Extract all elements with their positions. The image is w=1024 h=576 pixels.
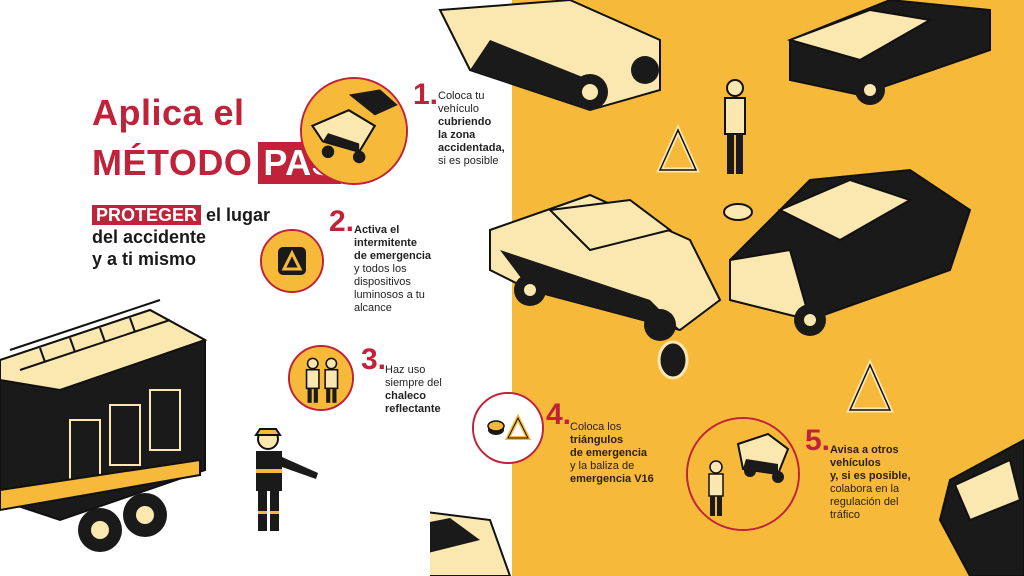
fire-truck-illustration — [0, 299, 208, 552]
step-1-line: la zona — [438, 129, 476, 141]
step-5-line: Avisa a otros — [830, 444, 899, 456]
step-4-line: y la baliza de — [570, 460, 635, 472]
step-3-line: chaleco — [385, 390, 426, 402]
traffic-control-icon — [688, 419, 798, 529]
step-1-line: vehículo — [438, 103, 479, 115]
step-2-line: alcance — [354, 302, 392, 314]
step-3-circle — [288, 345, 354, 411]
step-2-line: dispositivos — [354, 276, 411, 288]
step-5-line: y, si es posible, — [830, 470, 911, 482]
crashed-car-right — [729, 168, 972, 336]
warning-triangle-2 — [846, 358, 894, 413]
subtitle-line-1: el lugar — [206, 205, 271, 225]
step-4-line: Coloca los — [570, 421, 622, 433]
title-method: MÉTODO — [92, 142, 253, 183]
step-1-circle — [300, 77, 408, 185]
reflective-vest-icon — [290, 347, 352, 409]
car-top-left — [438, 0, 661, 112]
step-2-line: y todos los — [354, 263, 407, 275]
step-1-line: accidentada, — [438, 142, 505, 154]
title-line-1: Aplica el — [92, 92, 245, 133]
step-2-line: de emergencia — [354, 250, 432, 262]
step-5-circle — [686, 417, 800, 531]
step-4-number: 4. — [546, 398, 572, 431]
step-3-line: Haz uso — [385, 364, 426, 376]
step-2-circle — [260, 229, 324, 293]
step-2-line: intermitente — [354, 237, 417, 249]
car-covering-icon — [302, 79, 406, 183]
subtitle: PROTEGER el lugar del accidente y a ti m… — [92, 204, 270, 270]
step-1-line: Coloca tu — [438, 90, 485, 102]
taxi-bottom-right — [938, 438, 1024, 576]
loose-tire — [657, 340, 689, 380]
step-5-text: Avisa a otros vehículos y, si es posible… — [830, 444, 911, 522]
step-4-text: Coloca los triángulos de emergencia y la… — [570, 421, 654, 486]
triangle-beacon-icon — [474, 394, 542, 462]
step-1-text: Coloca tu vehículo cubriendo la zona acc… — [438, 90, 505, 168]
step-1-line: si es posible — [438, 155, 499, 167]
step-5-line: vehículos — [830, 457, 881, 469]
hazard-light-icon — [262, 231, 322, 291]
step-2-line: luminosos a tu — [354, 289, 425, 301]
step-4-line: triángulos — [570, 434, 624, 446]
car-top-right — [786, 0, 991, 105]
step-2-line: Activa el — [354, 224, 400, 236]
warning-triangle-1 — [656, 123, 700, 173]
step-1-line: cubriendo — [438, 116, 492, 128]
step-5-line: tráfico — [830, 509, 860, 521]
step-4-line: de emergencia — [570, 447, 648, 459]
car-bottom-center — [430, 511, 512, 576]
step-4-circle — [472, 392, 544, 464]
step-3-text: Haz uso siempre del chaleco reflectante — [385, 364, 442, 416]
step-3-number: 3. — [361, 343, 387, 376]
step-5-line: colabora en la — [830, 483, 900, 495]
step-5-line: regulación del — [830, 496, 899, 508]
firefighter-illustration — [254, 428, 318, 531]
subtitle-highlight: PROTEGER — [92, 205, 202, 225]
crashed-car-left — [489, 193, 722, 341]
step-3-line: siempre del — [385, 377, 442, 389]
subtitle-line-3: y a ti mismo — [92, 249, 197, 269]
step-1-number: 1. — [413, 78, 439, 111]
pedestrian — [724, 79, 746, 174]
step-5-number: 5. — [805, 424, 831, 457]
step-2-text: Activa el intermitente de emergencia y t… — [354, 224, 431, 315]
step-3-line: reflectante — [385, 403, 441, 415]
accident-scene-illustration — [430, 0, 1024, 576]
subtitle-line-2: del accidente — [92, 227, 207, 247]
step-2-number: 2. — [329, 205, 355, 238]
step-4-line: emergencia V16 — [570, 473, 654, 485]
